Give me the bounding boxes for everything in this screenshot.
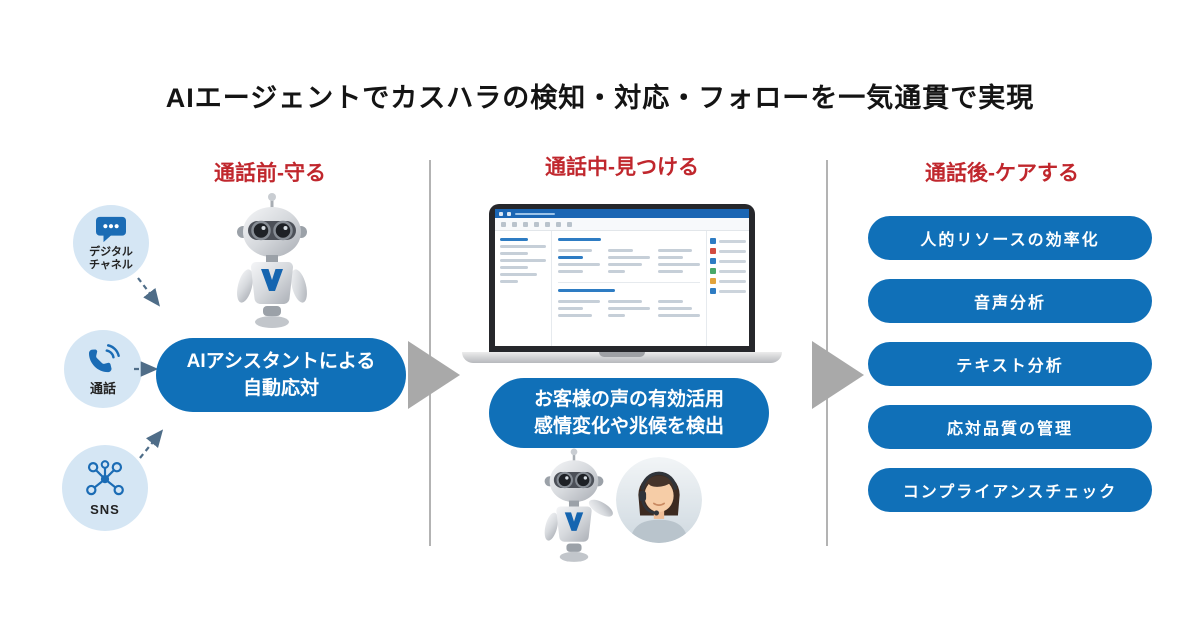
operator-photo: [616, 457, 702, 543]
flow-arrow-right: [408, 341, 460, 409]
after-call-pill-text-analysis: テキスト分析: [868, 342, 1152, 386]
app-header-bar: [495, 209, 749, 218]
channel-phone: 通話: [64, 330, 142, 408]
app-toolbar: [495, 218, 749, 231]
pill-line: AIアシスタントによる: [186, 351, 376, 372]
channel-digital: デジタル チャネル: [73, 205, 149, 281]
section-header-before-call: 通話前-守る: [214, 162, 326, 185]
robot-mascot: [222, 190, 322, 340]
flow-arrow-right: [812, 341, 864, 409]
pill-line: 自動応対: [242, 378, 319, 399]
laptop-notch: [599, 352, 645, 357]
pill-line: 感情変化や兆候を検出: [533, 416, 724, 437]
laptop-base: [462, 352, 782, 363]
section-header-during-call: 通話中-見つける: [545, 156, 699, 179]
after-call-pill-voice-analysis: 音声分析: [868, 279, 1152, 323]
pill-line: お客様の声の有効活用: [533, 389, 724, 410]
sns-network-icon: [83, 459, 127, 501]
app-content: [552, 231, 706, 346]
app-sidebar: [495, 231, 552, 346]
after-call-pill-compliance-check: コンプライアンスチェック: [868, 468, 1152, 512]
phone-icon: [85, 343, 121, 379]
robot-mascot-waving: [532, 446, 616, 572]
channel-connector-arrows: [134, 277, 164, 459]
page-title: AIエージェントでカスハラの検知・対応・フォローを一気通貫で実現: [165, 83, 1035, 113]
section-header-after-call: 通話後-ケアする: [925, 162, 1079, 185]
after-call-pill-quality-management: 応対品質の管理: [868, 405, 1152, 449]
after-call-pill-resource-efficiency: 人的リソースの効率化: [868, 216, 1152, 260]
app-activity-panel: [706, 231, 749, 346]
channel-label: 通話: [89, 380, 116, 396]
chat-bubble-icon: [94, 214, 128, 244]
channel-label: デジタル チャネル: [89, 246, 133, 271]
crm-laptop: [462, 204, 782, 366]
channel-label: SNS: [90, 502, 120, 517]
laptop-screen: [489, 204, 755, 352]
voice-analysis-pill: お客様の声の有効活用 感情変化や兆候を検出: [489, 378, 769, 448]
ai-assistant-pill: AIアシスタントによる 自動応対: [156, 338, 406, 412]
channel-sns: SNS: [62, 445, 148, 531]
